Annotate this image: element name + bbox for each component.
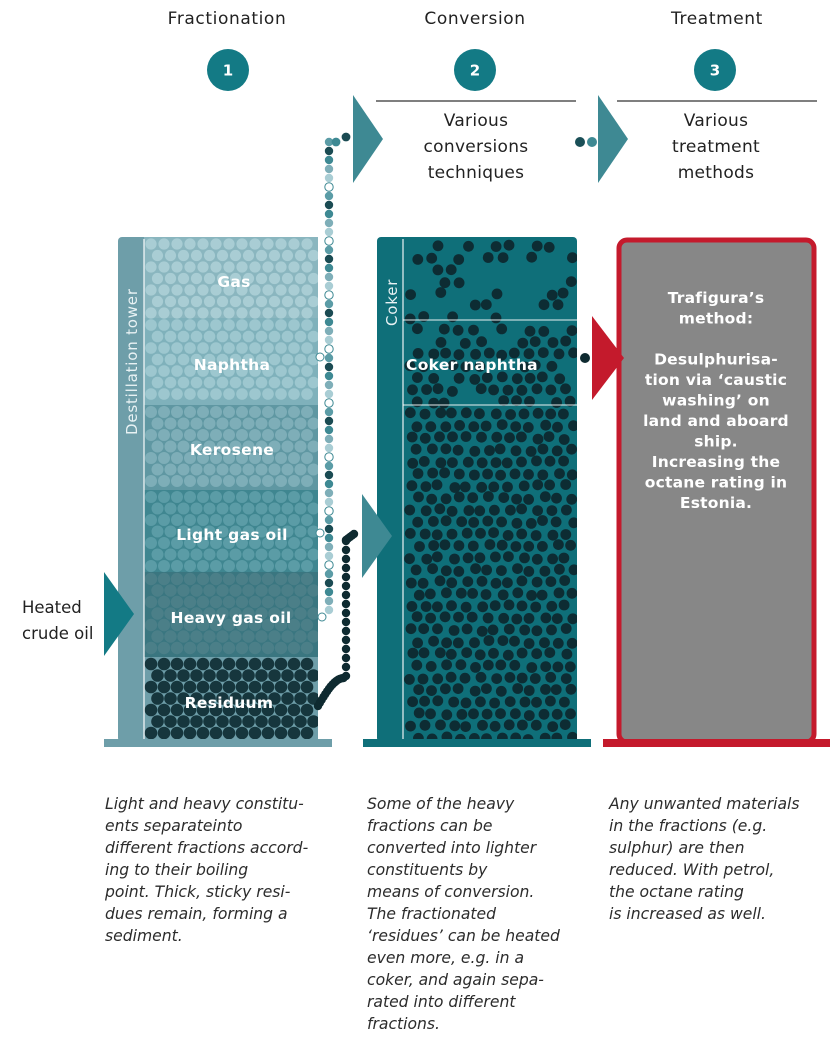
conversion-arrow: [353, 95, 383, 183]
conversion-line-2: conversions: [424, 137, 529, 157]
input-label-line-1: Heated: [22, 598, 82, 617]
coker-unit: [363, 237, 591, 747]
method-line: land and aboard: [643, 412, 789, 430]
trafigura-method-text: Trafigura’s method: Desulphurisa-tion via …: [643, 289, 789, 512]
step-3-number: 3: [710, 62, 720, 80]
treatment-unit: [603, 237, 830, 747]
step-title-fractionation: Fractionation: [168, 9, 287, 29]
fraction-flow-dots: [313, 132, 590, 711]
input-label-line-2: crude oil: [22, 624, 93, 643]
method-line: Increasing the: [652, 453, 780, 471]
caption-treatment: Any unwanted materials in the fractions …: [609, 795, 800, 923]
distillation-tower: [104, 237, 332, 747]
method-line: Desulphurisa-: [654, 351, 778, 369]
fraction-residuum: Residuum: [185, 694, 274, 712]
caption-fractionation: Light and heavy constitu- ents separatei…: [105, 795, 309, 945]
fraction-gas: Gas: [217, 273, 250, 291]
method-line: octane rating in: [645, 474, 788, 492]
step-title-conversion: Conversion: [424, 9, 525, 29]
fraction-light-gas-oil: Light gas oil: [176, 526, 287, 544]
method-line: method:: [679, 310, 753, 328]
step-2-number: 2: [470, 62, 480, 80]
conversion-line-3: techniques: [428, 163, 525, 183]
method-line: tion via ‘caustic: [645, 371, 787, 389]
method-line: washing’ on: [662, 392, 770, 410]
step-1-number: 1: [223, 62, 233, 80]
step-title-treatment: Treatment: [670, 9, 763, 29]
step-2-circle: 2: [454, 49, 496, 91]
treatment-line-2: treatment: [672, 137, 760, 157]
method-line: Estonia.: [680, 494, 752, 512]
treatment-input-arrow: [592, 316, 624, 400]
method-line: ship.: [694, 433, 738, 451]
distillation-tower-label: Destillation tower: [123, 288, 141, 435]
conversion-line-1: Various: [444, 111, 509, 131]
step-3-circle: 3: [694, 49, 736, 91]
coker-input-arrow: [362, 494, 392, 578]
fraction-naphtha: Naphtha: [194, 356, 271, 374]
caption-conversion: Some of the heavy fractions can be conve…: [367, 795, 560, 1033]
treatment-arrow: [598, 95, 628, 183]
step-1-circle: 1: [207, 49, 249, 91]
treatment-line-1: Various: [684, 111, 749, 131]
conversion-to-treatment-dots: [575, 137, 597, 147]
coker-naphtha-label: Coker naphtha: [406, 356, 538, 374]
coker-label: Coker: [383, 279, 401, 326]
crude-oil-input-arrow: [104, 572, 134, 656]
fraction-kerosene: Kerosene: [190, 441, 274, 459]
fraction-heavy-gas-oil: Heavy gas oil: [171, 609, 292, 627]
method-line: Trafigura’s: [668, 289, 765, 307]
treatment-line-3: methods: [678, 163, 755, 183]
